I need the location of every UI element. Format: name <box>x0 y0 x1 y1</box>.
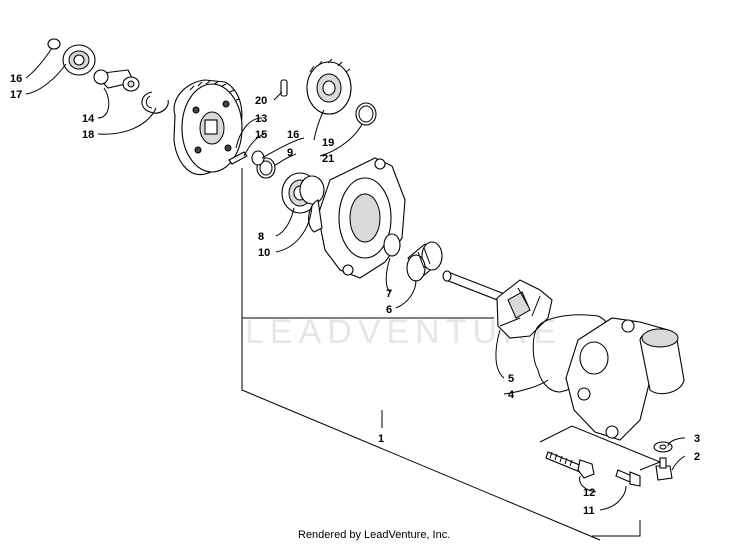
pump-cover <box>308 157 406 279</box>
circlip-9 <box>251 150 276 179</box>
callout-16: 16 <box>10 73 22 85</box>
pump-body <box>565 317 685 441</box>
seal-7 <box>383 233 401 257</box>
impeller <box>442 270 553 339</box>
callout-2: 2 <box>694 451 700 463</box>
callout-14: 14 <box>82 113 95 125</box>
bolt-12 <box>545 451 595 479</box>
callout-10: 10 <box>258 247 270 259</box>
oil-seal <box>281 172 325 214</box>
callout-8: 8 <box>258 231 264 243</box>
callout-3: 3 <box>694 433 700 445</box>
callout-17: 17 <box>10 89 22 101</box>
callout-9: 9 <box>287 147 293 159</box>
callout-18: 18 <box>82 129 94 141</box>
callout-labels: 16 17 14 18 20 13 15 16 9 19 21 8 10 7 6… <box>10 73 700 517</box>
callout-6: 6 <box>386 304 392 316</box>
callout-13: 13 <box>255 113 267 125</box>
callout-15: 15 <box>255 129 267 141</box>
drive-gear <box>173 79 243 176</box>
callout-16-lower: 16 <box>287 129 299 141</box>
callout-20: 20 <box>255 95 267 107</box>
callout-5: 5 <box>508 373 514 385</box>
callout-4: 4 <box>508 389 515 401</box>
callout-21: 21 <box>322 153 334 165</box>
assembly-bracket-lines <box>241 168 662 541</box>
mechanical-seal <box>406 241 443 282</box>
shaft <box>93 69 140 92</box>
callout-1: 1 <box>378 433 384 445</box>
snap-ring-21 <box>355 102 377 126</box>
callout-12: 12 <box>583 487 595 499</box>
callout-19: 19 <box>322 137 334 149</box>
bearing <box>47 38 96 76</box>
washer <box>653 441 673 453</box>
bolt-11 <box>615 469 641 487</box>
driven-gear <box>306 58 352 115</box>
dowel-pin <box>280 79 288 97</box>
snap-ring-18 <box>141 91 169 114</box>
callout-7: 7 <box>386 288 392 300</box>
footer-credit: Rendered by LeadVenture, Inc. <box>298 529 450 541</box>
leader-lines <box>25 47 686 511</box>
callout-11: 11 <box>583 505 595 517</box>
drain-bolt <box>655 457 673 481</box>
pin-15 <box>228 151 248 165</box>
